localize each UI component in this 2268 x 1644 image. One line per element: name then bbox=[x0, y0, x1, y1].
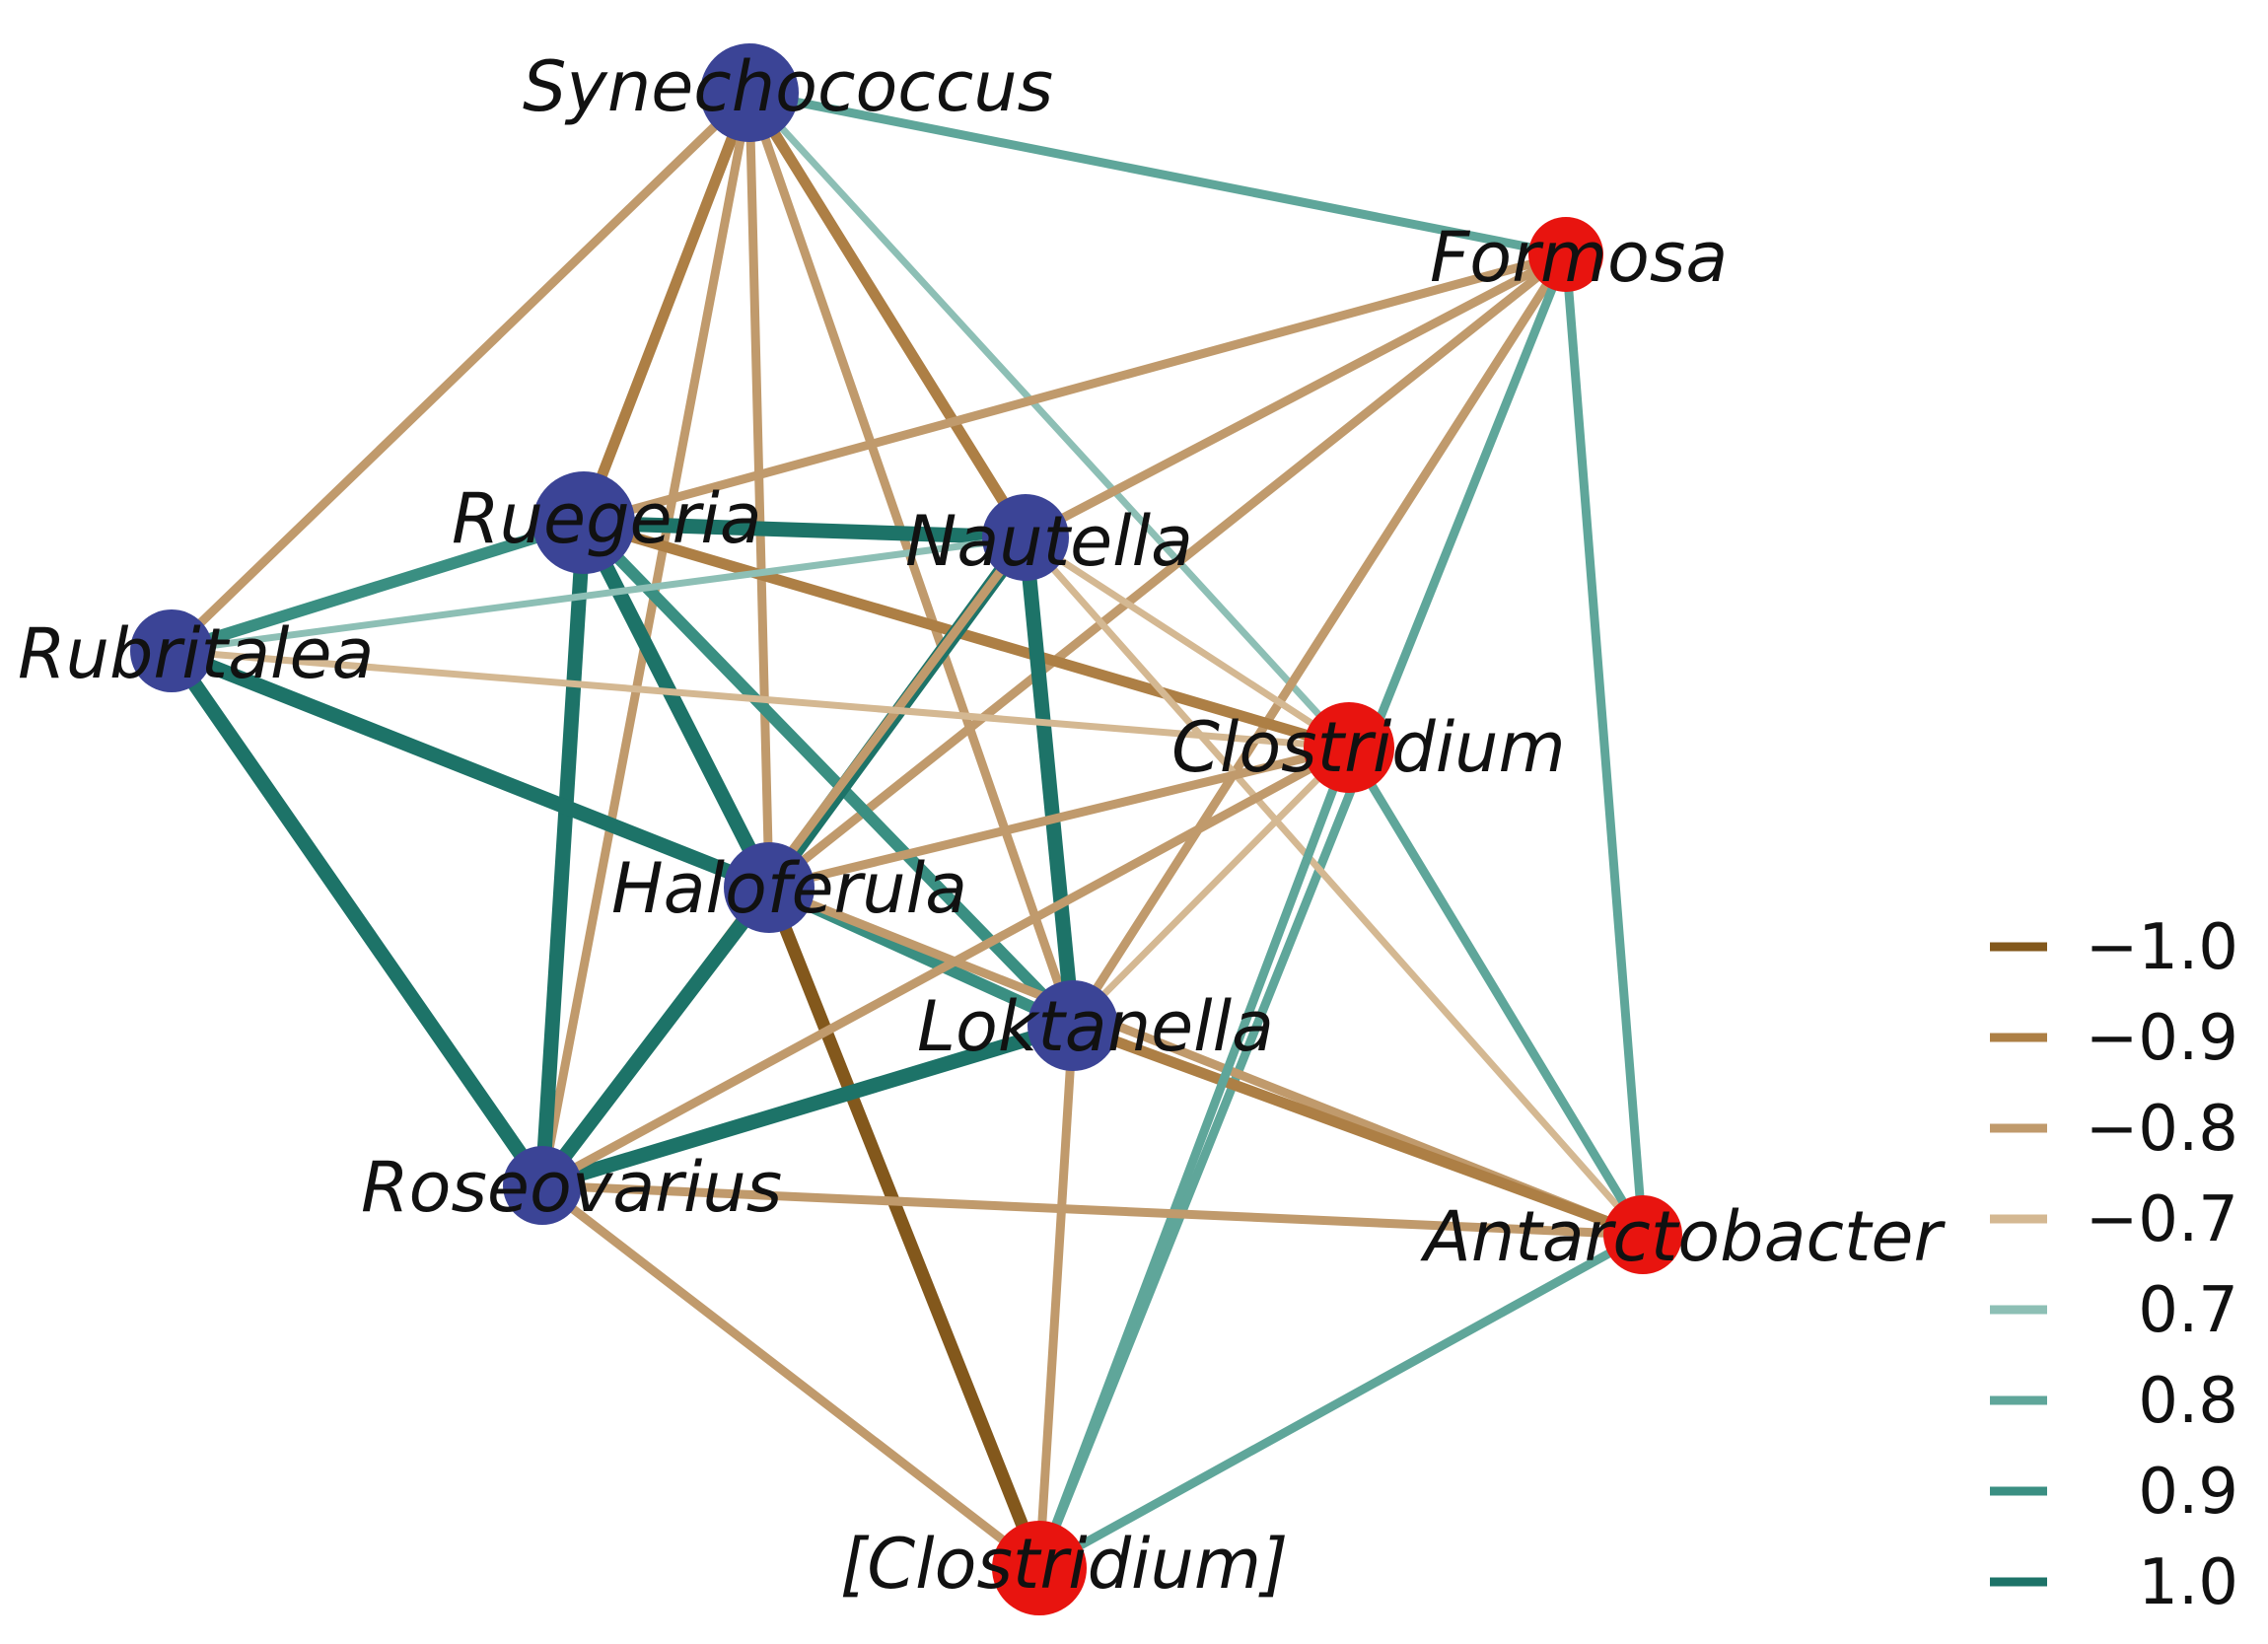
edge-nautella-clostridium bbox=[1022, 534, 1353, 751]
edge-formosa-loktanella bbox=[1068, 250, 1571, 1031]
edge-clostridium-antarctobacter bbox=[1344, 743, 1648, 1240]
edge-clostridium-clostridium2 bbox=[1034, 743, 1354, 1573]
correlation-legend: −1.0 −0.9 −0.8 −0.7 0.7 0.8 0.9 1.0 bbox=[1990, 911, 2238, 1619]
edge-ruegeria-haloferula bbox=[576, 515, 777, 895]
node-label-clostridium: Clostridium bbox=[1171, 707, 1566, 788]
edge-synechococcus-loktanella bbox=[744, 88, 1078, 1031]
edge-rubritalea-haloferula bbox=[164, 643, 777, 895]
edge-synechococcus-ruegeria bbox=[578, 87, 755, 529]
edge-haloferula-clostridium2 bbox=[762, 881, 1046, 1575]
node-label-rubritalea: Rubritalea bbox=[18, 613, 374, 694]
edge-synechococcus-rubritalea bbox=[167, 88, 754, 656]
legend-label: 0.9 bbox=[2138, 1456, 2238, 1529]
node-clostridium bbox=[1304, 702, 1394, 793]
edge-ruegeria-clostridium bbox=[578, 517, 1355, 753]
edge-formosa-clostridium2 bbox=[1034, 250, 1571, 1573]
edge-formosa-haloferula bbox=[764, 250, 1571, 893]
edge-formosa-antarctobacter bbox=[1561, 250, 1648, 1240]
edge-roseovarius-clostridium2 bbox=[537, 1180, 1044, 1573]
edge-ruegeria-nautella bbox=[576, 515, 1033, 545]
node-nautella bbox=[982, 494, 1069, 581]
edge-synechococcus-formosa bbox=[744, 88, 1571, 259]
legend-label: −0.7 bbox=[2086, 1183, 2238, 1256]
node-layer bbox=[130, 43, 1682, 1615]
node-rubritalea bbox=[130, 609, 213, 692]
node-formosa bbox=[1528, 217, 1603, 292]
node-label-loktanella: Loktanella bbox=[917, 986, 1274, 1067]
edge-formosa-nautella bbox=[1021, 250, 1571, 542]
node-loktanella bbox=[1028, 980, 1118, 1071]
legend-label: −0.9 bbox=[2086, 1002, 2238, 1075]
legend-label: 1.0 bbox=[2138, 1546, 2238, 1619]
edge-loktanella-antarctobacter bbox=[1067, 1020, 1649, 1241]
node-label-synechococcus: Synechococcus bbox=[523, 46, 1053, 127]
node-label-nautella: Nautella bbox=[905, 501, 1193, 582]
edge-nautella-rubritalea bbox=[168, 534, 1029, 655]
node-label-antarctobacter: Antarctobacter bbox=[1420, 1196, 1946, 1277]
edge-nautella-antarctobacter bbox=[1022, 534, 1647, 1239]
node-label-haloferula: Haloferula bbox=[611, 848, 967, 929]
edge-synechococcus-nautella bbox=[744, 87, 1031, 543]
node-clostridium2 bbox=[992, 1521, 1087, 1615]
legend-label: 0.8 bbox=[2138, 1365, 2238, 1438]
node-roseovarius bbox=[503, 1146, 582, 1225]
node-ruegeria bbox=[532, 471, 635, 574]
edge-haloferula-roseovarius bbox=[534, 880, 777, 1193]
edge-clostridium-roseovarius bbox=[537, 743, 1354, 1190]
edge-synechococcus-clostridium bbox=[745, 89, 1353, 751]
edge-haloferula-clostridium bbox=[764, 743, 1354, 893]
node-label-formosa: Formosa bbox=[1430, 217, 1728, 298]
legend-label: −0.8 bbox=[2086, 1093, 2238, 1166]
edge-rubritalea-clostridium bbox=[168, 647, 1353, 751]
edge-synechococcus-haloferula bbox=[744, 88, 774, 893]
legend-label: 0.7 bbox=[2138, 1274, 2238, 1347]
edge-nautella-loktanella bbox=[1018, 530, 1081, 1034]
edge-rubritalea-roseovarius bbox=[164, 643, 550, 1193]
node-label-ruegeria: Ruegeria bbox=[452, 478, 762, 559]
node-antarctobacter bbox=[1603, 1195, 1682, 1274]
edge-antarctobacter-clostridium2 bbox=[1034, 1230, 1648, 1573]
edge-loktanella-clostridium2 bbox=[1034, 1021, 1078, 1573]
node-synechococcus bbox=[700, 43, 799, 142]
node-label-roseovarius: Roseovarius bbox=[361, 1147, 782, 1228]
edge-loktanella-clostridium bbox=[1069, 744, 1353, 1030]
edge-formosa-ruegeria bbox=[579, 250, 1571, 528]
node-label-clostridium2: [Clostridium] bbox=[840, 1524, 1288, 1605]
edge-loktanella-roseovarius bbox=[534, 1018, 1081, 1193]
edge-ruegeria-rubritalea bbox=[166, 517, 590, 657]
edge-layer bbox=[164, 87, 1649, 1575]
edge-ruegeria-roseovarius bbox=[534, 515, 592, 1193]
edge-roseovarius-antarctobacter bbox=[537, 1180, 1648, 1240]
node-haloferula bbox=[724, 842, 815, 933]
legend-label: −1.0 bbox=[2086, 911, 2238, 984]
